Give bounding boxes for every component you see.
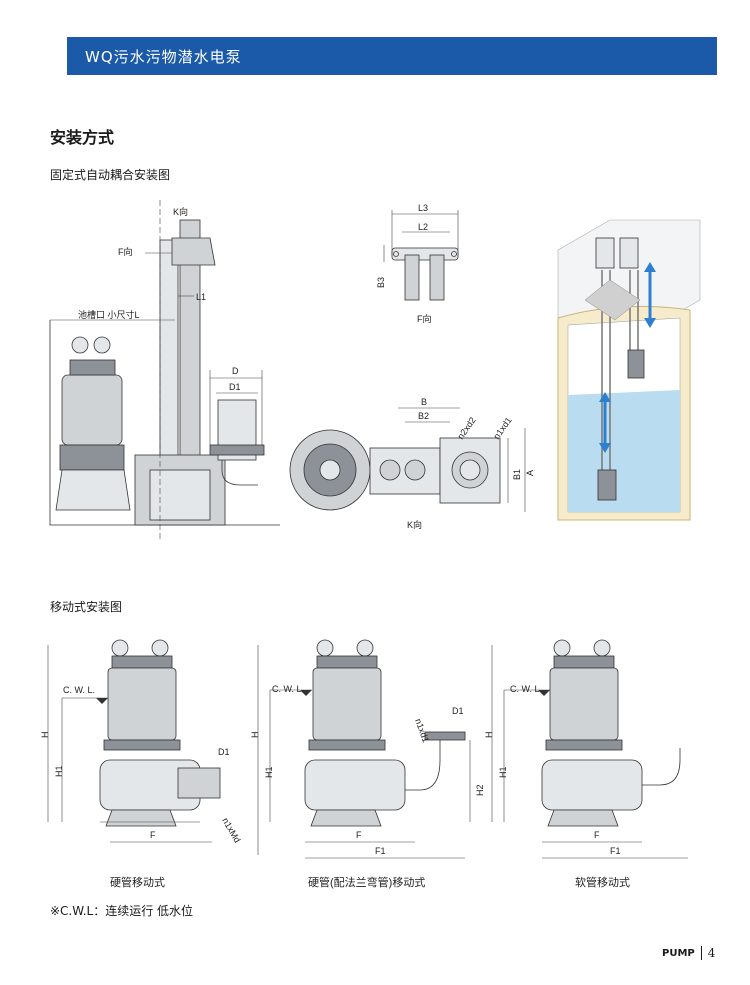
p1-h: H bbox=[40, 732, 50, 739]
page-number: 4 bbox=[707, 946, 716, 960]
f-view-drawing bbox=[383, 210, 459, 301]
footnote: ※C.W.L：连续运行 低水位 bbox=[50, 904, 194, 918]
mobile-pump-3 bbox=[491, 639, 688, 859]
footer-brand: PUMP bbox=[662, 947, 695, 959]
p1-caption: 硬管移动式 bbox=[110, 875, 165, 889]
p3-h: H bbox=[484, 732, 494, 739]
p3-cwl: C. W. L. bbox=[510, 684, 542, 694]
label-d1: D1 bbox=[229, 382, 241, 392]
label-d: D bbox=[232, 366, 239, 376]
label-n1xd1: n1xd1 bbox=[491, 415, 513, 441]
mobile-pump-2 bbox=[257, 639, 471, 859]
fixed-install-title: 固定式自动耦合安装图 bbox=[50, 168, 171, 182]
label-k-view-2: K向 bbox=[407, 519, 422, 530]
label-b3: B3 bbox=[376, 277, 386, 288]
p2-n1xd1: n1xd1 bbox=[413, 717, 431, 743]
p2-caption: 硬管(配法兰弯管)移动式 bbox=[308, 875, 425, 889]
p2-h1: H1 bbox=[264, 766, 274, 778]
label-n2xd2: n2xd2 bbox=[455, 415, 477, 441]
p2-h: H bbox=[250, 732, 260, 739]
p2-cwl: C. W. L. bbox=[272, 684, 304, 694]
p3-f: F bbox=[594, 830, 600, 840]
p1-d1: D1 bbox=[218, 747, 230, 757]
footer: PUMP 4 bbox=[662, 946, 715, 960]
tank-illustration bbox=[557, 219, 701, 521]
label-l2: L2 bbox=[418, 222, 428, 232]
label-pit: 池槽口 小尺寸L bbox=[78, 309, 140, 320]
p2-d1: D1 bbox=[452, 706, 464, 716]
footer-separator bbox=[700, 946, 702, 960]
p2-f1: F1 bbox=[375, 846, 386, 856]
label-k-view: K向 bbox=[173, 206, 188, 217]
p1-n1xmd: n1xMd bbox=[220, 816, 242, 844]
label-b2: B2 bbox=[418, 411, 429, 421]
header-bar: WQ污水污物潜水电泵 bbox=[67, 37, 717, 75]
mobile-install-title: 移动式安装图 bbox=[50, 600, 123, 614]
p1-cwl: C. W. L. bbox=[63, 685, 95, 695]
k-view-drawing bbox=[289, 407, 526, 512]
p2-f: F bbox=[356, 830, 362, 840]
section-title: 安装方式 bbox=[50, 128, 115, 147]
p3-f1: F1 bbox=[610, 846, 621, 856]
label-f-view: F向 bbox=[118, 246, 133, 257]
label-l1: L1 bbox=[196, 292, 206, 302]
mobile-pump-1 bbox=[47, 639, 221, 843]
header-title: WQ污水污物潜水电泵 bbox=[85, 47, 242, 66]
p3-h1: H1 bbox=[498, 766, 508, 778]
label-b: B bbox=[421, 397, 427, 407]
label-f-view-2: F向 bbox=[417, 313, 432, 324]
p1-f: F bbox=[150, 830, 156, 840]
label-a: A bbox=[525, 470, 535, 476]
p3-caption: 软管移动式 bbox=[575, 875, 630, 889]
label-b1: B1 bbox=[512, 469, 522, 480]
p1-h1: H1 bbox=[54, 765, 64, 777]
fixed-side-view bbox=[49, 200, 280, 540]
label-l3: L3 bbox=[418, 203, 428, 213]
p2-h2: H2 bbox=[475, 784, 485, 796]
